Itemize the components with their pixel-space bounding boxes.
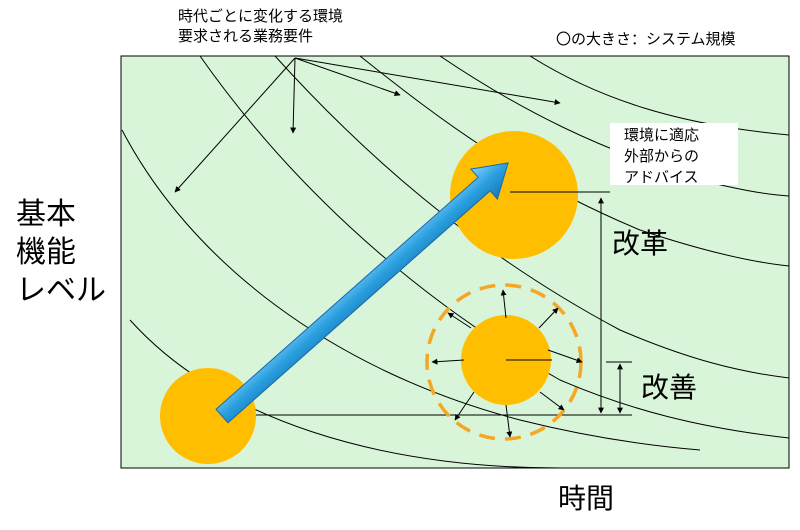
radial-arrow	[538, 307, 559, 329]
env-arrow	[294, 57, 401, 97]
y-axis-label-line: 機能	[16, 235, 76, 270]
environment-text-line: 時代ごとに変化する環境	[178, 7, 344, 25]
radial-arrow	[505, 404, 513, 438]
radial-arrow	[431, 358, 465, 365]
env-curve	[121, 129, 701, 451]
environment-arrows	[174, 57, 561, 193]
radial-arrow	[500, 289, 507, 319]
advice-box: 環境に適応 外部からの アドバイス	[610, 123, 738, 186]
environment-text: 時代ごとに変化する環境 要求される業務要件	[178, 6, 343, 46]
y-axis-label-line: レベル	[16, 273, 106, 308]
y-axis-label: 基本 機能 レベル	[16, 196, 106, 310]
radial-arrow	[454, 391, 475, 421]
radial-arrow	[447, 312, 472, 329]
env-curve	[129, 319, 561, 468]
env-arrow	[294, 57, 561, 106]
env-arrow	[290, 57, 297, 134]
advice-text-line: アドバイス	[624, 168, 699, 186]
legend-text: 〇の大きさ：システム規模	[556, 30, 736, 48]
advice-text-line: 外部からの	[624, 147, 700, 165]
x-axis-label: 時間	[543, 476, 629, 522]
radial-arrow	[539, 391, 565, 411]
env-curve	[274, 56, 789, 379]
advice-text-line: 環境に適応	[624, 126, 700, 144]
env-arrow	[174, 57, 296, 193]
radial-arrows	[431, 289, 583, 438]
reform-arrow	[215, 162, 509, 424]
radial-arrow	[547, 349, 583, 364]
env-curve	[529, 56, 789, 136]
y-axis-label-line: 基本	[16, 197, 76, 232]
circle-current-system	[160, 368, 256, 464]
kaizen-label: 改善	[641, 371, 698, 404]
circle-reformed-system	[450, 131, 578, 259]
kaikaku-label: 改革	[612, 227, 669, 260]
environment-text-line: 要求される業務要件	[178, 27, 314, 45]
